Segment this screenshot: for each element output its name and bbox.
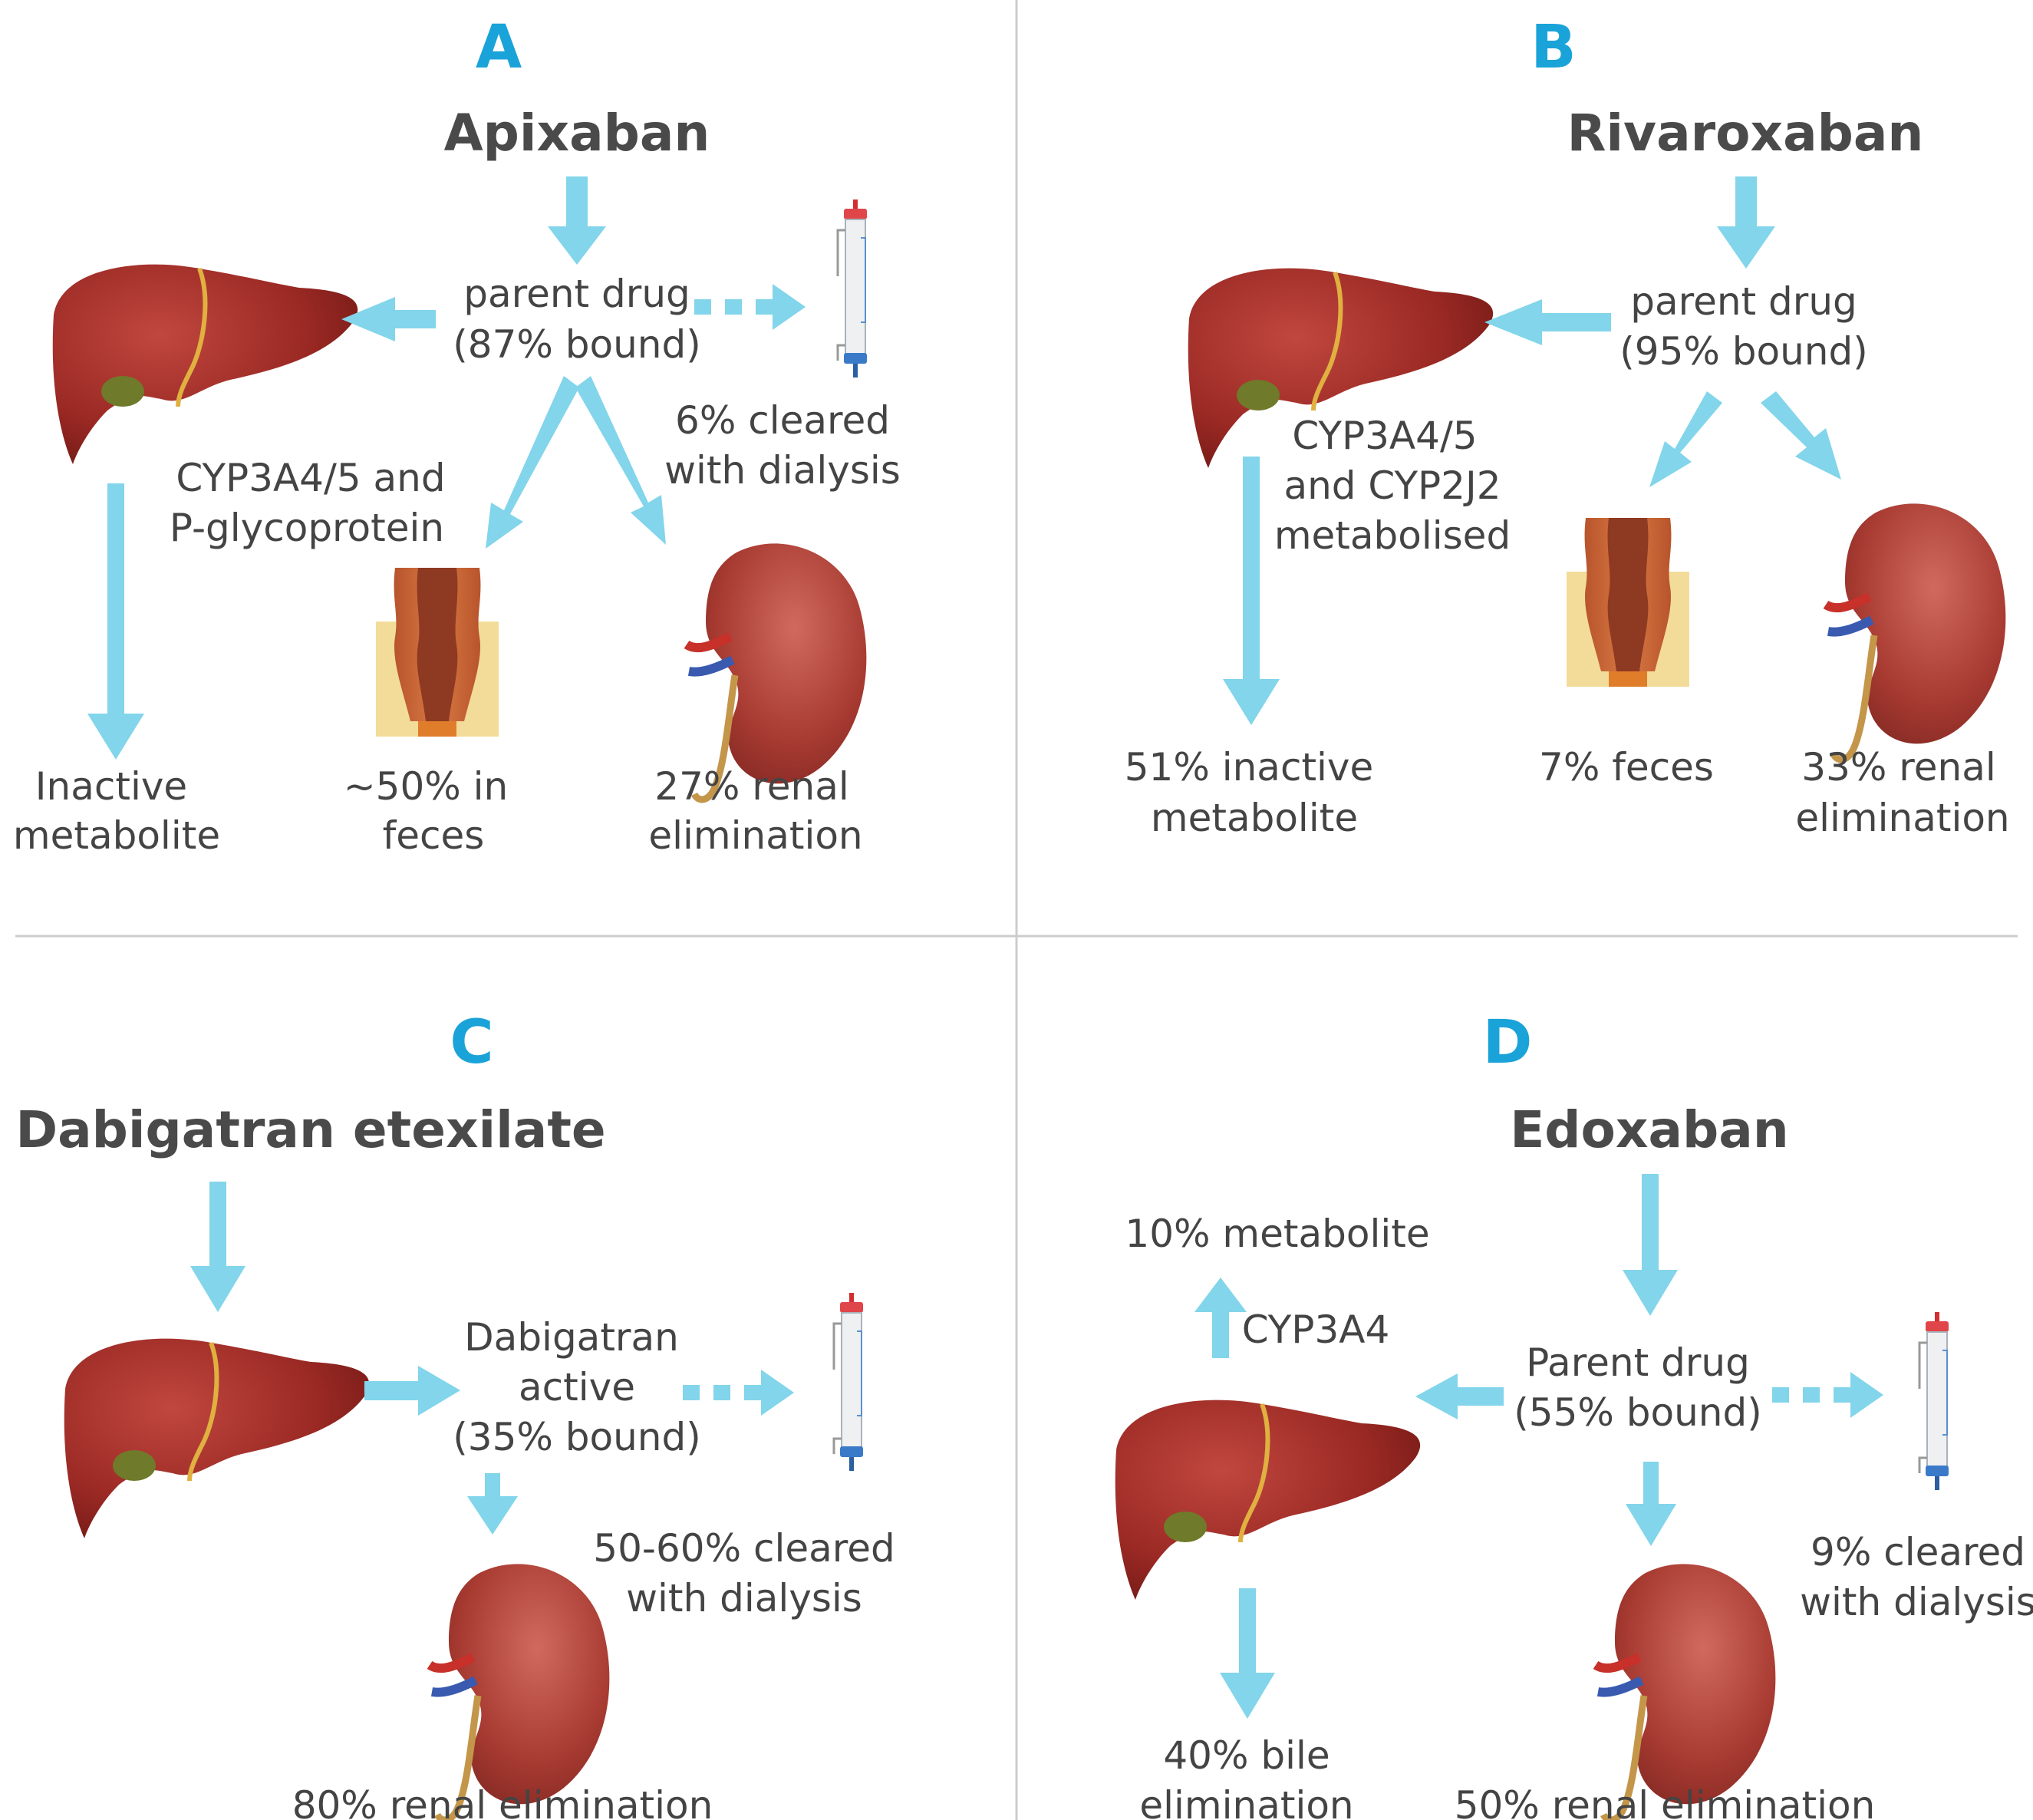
output-bile-2: elimination [1139, 1783, 1353, 1820]
down-arrow [190, 1182, 245, 1312]
panel-c: C Dabigatran etexilate Dabigatran active… [15, 1008, 895, 1820]
parent-drug-label: parent drug [463, 272, 690, 316]
dialyzer-icon [832, 1291, 865, 1472]
panel-letter: B [1531, 13, 1576, 82]
drug-name: Rivaroxaban [1567, 104, 1924, 163]
dialysis-label: 6% cleared [675, 398, 890, 443]
enzyme-label: CYP3A4 [1242, 1307, 1390, 1352]
dialysis-label: 50-60% cleared [593, 1526, 895, 1571]
arrow-to-kidney [1761, 391, 1841, 480]
drug-name: Edoxaban [1510, 1100, 1789, 1159]
output-feces: 7% feces [1539, 745, 1714, 790]
panel-d: D Edoxaban 10% metabolite CYP3A4 Parent … [1115, 1008, 2033, 1820]
arrow-to-metabolite [1223, 457, 1280, 725]
liver-icon [53, 265, 358, 464]
colon-icon [1567, 518, 1689, 687]
arrow-to-kidney [575, 376, 666, 545]
panel-a: A Apixaban parent drug (87% bound) 6% cl… [13, 13, 901, 858]
active-bound: (35% bound) [453, 1415, 701, 1459]
drug-name: Apixaban [444, 104, 710, 163]
down-arrow [548, 176, 606, 265]
parent-drug-bound: (87% bound) [453, 322, 701, 367]
parent-drug-label: parent drug [1630, 279, 1857, 324]
parent-drug-bound: (95% bound) [1619, 329, 1868, 374]
dialysis-arrow-dotted [1772, 1372, 1883, 1418]
kidney-icon [1826, 503, 2005, 760]
output-renal: 80% renal elimination [292, 1783, 713, 1820]
down-arrow [1717, 176, 1775, 269]
metabolite-label: 10% metabolite [1125, 1212, 1429, 1256]
kidney-icon [430, 1564, 609, 1820]
arrow-to-metabolite [87, 483, 144, 760]
output-bile: 40% bile [1163, 1733, 1330, 1778]
panel-letter: D [1483, 1008, 1533, 1077]
enzymes-label-3: metabolised [1274, 513, 1511, 558]
dialysis-label-2: with dialysis [626, 1576, 862, 1621]
arrow-to-bile [1220, 1588, 1275, 1719]
output-feces-2: feces [383, 813, 485, 858]
parent-drug-bound: (55% bound) [1514, 1390, 1762, 1435]
arrow-to-liver [1415, 1373, 1504, 1419]
down-arrow [1623, 1174, 1678, 1316]
output-feces: ~50% in [344, 764, 509, 809]
dialysis-label-2: with dialysis [1800, 1580, 2033, 1624]
dialysis-label: 9% cleared [1811, 1530, 2025, 1574]
parent-drug-label: Parent drug [1526, 1340, 1750, 1385]
arrow-to-liver [341, 297, 436, 341]
panel-letter: A [476, 13, 522, 82]
arrow-to-kidney [1626, 1462, 1676, 1546]
enzymes-label: CYP3A4/5 [1292, 414, 1477, 458]
dialyzer-icon [1918, 1311, 1950, 1492]
liver-icon [64, 1339, 369, 1538]
panel-b: B Rivaroxaban parent drug (95% bound) CY… [1125, 13, 2010, 840]
output-metabolite-2: metabolite [1151, 796, 1358, 840]
output-renal-2: elimination [1795, 796, 2009, 840]
dialysis-label-2: with dialysis [664, 448, 901, 493]
output-metabolite: 51% inactive [1125, 745, 1374, 790]
output-metabolite: Inactive [35, 764, 187, 809]
arrow-to-liver [1484, 299, 1611, 345]
kidney-icon [1596, 1564, 1775, 1820]
enzymes-label-2: and CYP2J2 [1283, 463, 1501, 508]
output-renal-2: elimination [648, 813, 862, 858]
arrow-to-kidney [467, 1473, 518, 1535]
kidney-icon [687, 543, 866, 800]
arrow-to-feces [1649, 391, 1722, 487]
output-renal: 27% renal [654, 764, 848, 809]
active-label-2: active [519, 1365, 635, 1410]
output-metabolite-2: metabolite [13, 813, 220, 858]
arrow-to-active [364, 1366, 460, 1416]
enzymes-label: CYP3A4/5 and [176, 456, 445, 500]
output-renal: 33% renal [1801, 745, 1995, 790]
active-label: Dabigatran [464, 1315, 679, 1360]
colon-icon [376, 568, 499, 737]
dialyzer-icon [836, 198, 868, 379]
panel-letter: C [450, 1008, 493, 1077]
arrow-to-metabolite [1194, 1278, 1247, 1358]
liver-icon [1115, 1400, 1420, 1600]
dialysis-arrow-dotted [694, 284, 806, 330]
dialysis-arrow-dotted [683, 1370, 794, 1416]
drug-name: Dabigatran etexilate [15, 1100, 605, 1159]
enzymes-label-2: P-glycoprotein [170, 506, 444, 550]
arrow-to-feces [486, 376, 579, 549]
output-renal: 50% renal elimination [1455, 1783, 1876, 1820]
